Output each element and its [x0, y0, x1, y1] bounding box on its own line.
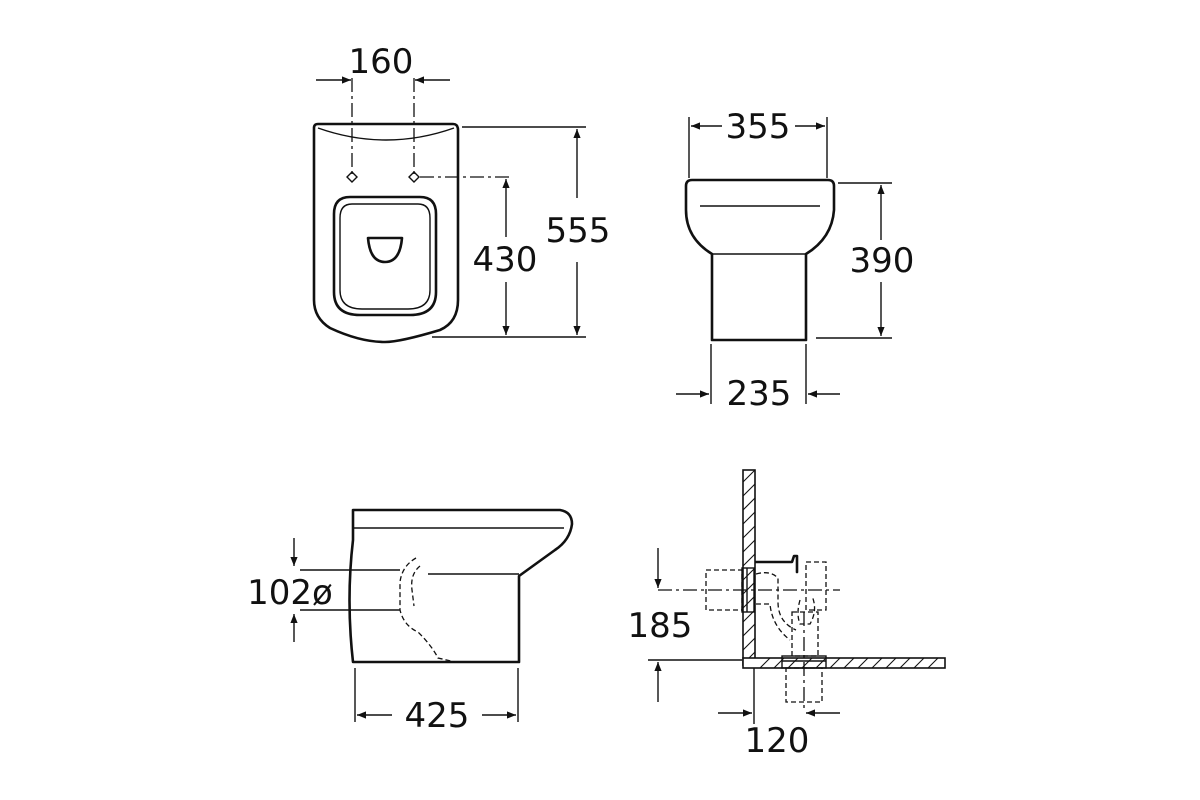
- top-view-seat-outline: [332, 195, 438, 317]
- dimension-355: 355: [726, 107, 791, 147]
- dimension-430: 430: [473, 240, 538, 280]
- dimension-120: 120: [745, 721, 810, 761]
- installation-view: 185 120: [628, 469, 946, 761]
- dimension-390: 390: [850, 241, 915, 281]
- dimension-235: 235: [727, 374, 792, 414]
- side-view-outline: [348, 508, 574, 664]
- dimension-102-diameter: 102ø: [247, 573, 333, 613]
- front-view: 355 390 235: [676, 107, 914, 414]
- dimension-555: 555: [546, 211, 611, 251]
- side-view: 102ø 425: [247, 508, 574, 736]
- top-view-bowl-opening: [366, 236, 404, 264]
- top-view-cistern-line: [317, 127, 455, 141]
- dimension-425: 425: [405, 696, 470, 736]
- top-view-seat-inner: [339, 203, 431, 310]
- trap-dashed: [805, 561, 827, 611]
- dimension-160: 160: [349, 42, 414, 82]
- top-view-bowl-outline: [312, 122, 460, 344]
- dimension-185: 185: [628, 606, 693, 646]
- top-view: 160 555 430: [312, 42, 611, 344]
- side-view-trap: [399, 557, 456, 663]
- fixing-hole-right: [408, 171, 420, 183]
- floor-section: [742, 657, 946, 669]
- front-view-outline: [684, 178, 836, 342]
- fixing-hole-left: [346, 171, 358, 183]
